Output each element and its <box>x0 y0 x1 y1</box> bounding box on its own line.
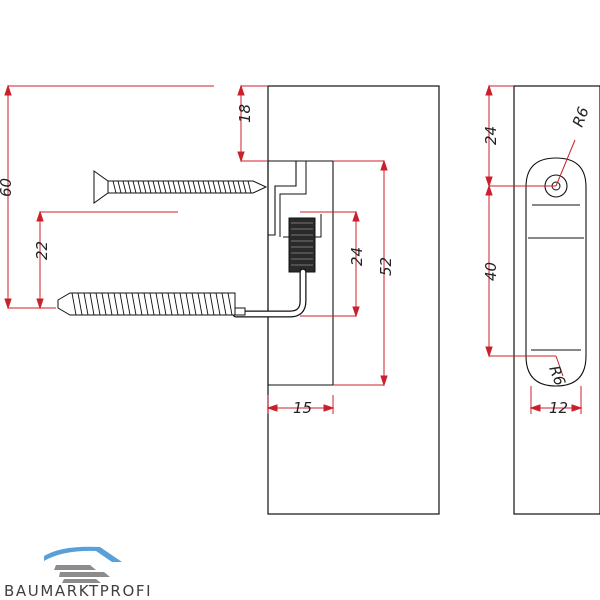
dim-22-arrow-bottom <box>36 298 44 310</box>
bracket-inner-step <box>279 161 307 237</box>
dim-15-arrow-right <box>323 404 335 412</box>
dim-18-label: 18 <box>236 104 254 123</box>
dim-24-side-arrow-bottom <box>352 306 360 318</box>
lag-hook-bend-fill <box>233 269 306 317</box>
dim-24-front-arrow-bottom <box>485 176 493 188</box>
countersunk-screw-icon <box>93 170 268 204</box>
dim-15-arrow-left <box>266 404 278 412</box>
dim-12-arrow-right <box>571 404 583 412</box>
dim-40-arrow-bottom <box>485 346 493 358</box>
dim-24-front-arrow-top <box>485 84 493 96</box>
dim-40-arrow-top <box>485 184 493 196</box>
dim-60-arrow-top <box>4 84 12 96</box>
dim-52-label: 52 <box>377 257 395 276</box>
bracket-profile <box>268 160 334 386</box>
threaded-sleeve <box>288 217 316 273</box>
brand-name: BAUMARKTPROFI <box>4 582 152 600</box>
dim-r6-top-leader <box>555 139 576 187</box>
dim-60-arrow-bottom <box>4 298 12 310</box>
side-view-block <box>267 85 440 515</box>
dim-12-label: 12 <box>549 399 568 417</box>
threaded-hook-icon <box>57 292 246 316</box>
dim-52-arrow-top <box>380 159 388 171</box>
dim-18-arrow-bottom <box>237 151 245 163</box>
dim-24-side-arrow-top <box>352 210 360 222</box>
bracket-notch <box>268 161 297 236</box>
dim-24-front-label: 24 <box>482 126 500 145</box>
dim-52-arrow-bottom <box>380 375 388 387</box>
front-view-block <box>513 85 600 515</box>
dimension-lines <box>4 84 583 414</box>
dim-60-label: 60 <box>0 178 15 197</box>
roof-logo-icon <box>44 546 122 583</box>
side-view <box>57 85 440 515</box>
dim-40-label: 40 <box>482 262 500 281</box>
dim-15-label: 15 <box>293 399 312 417</box>
front-view <box>513 85 600 515</box>
dim-24-side-label: 24 <box>348 247 366 266</box>
r6-top-label: R6 <box>569 104 593 129</box>
dim-12-arrow-left <box>529 404 541 412</box>
dim-22-label: 22 <box>33 241 51 260</box>
dim-r6-bottom-leader <box>555 355 564 377</box>
lag-hook-bend <box>232 268 307 318</box>
dim-18-arrow-top <box>237 84 245 96</box>
dim-22-arrow-top <box>36 210 44 222</box>
slot-plate <box>525 157 587 387</box>
r6-bottom-label: R6 <box>545 363 569 388</box>
